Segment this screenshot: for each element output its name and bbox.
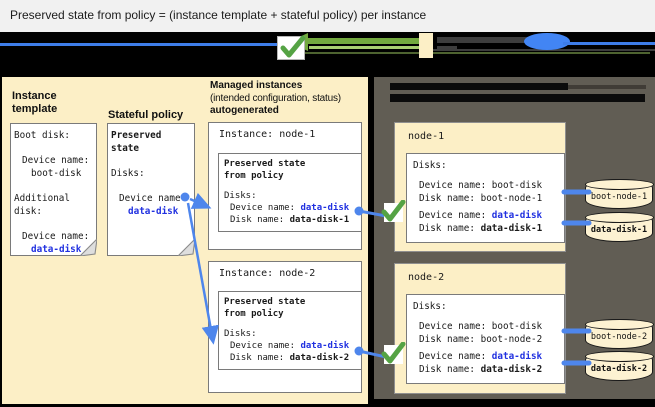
device-name-label: Device name:: [22, 231, 90, 242]
page-fold-icon: [178, 239, 195, 256]
checkmark-icon: [380, 200, 407, 225]
disk-name-row: Disk name: boot-node-2: [419, 334, 543, 345]
legend-disk-pill: [524, 33, 570, 50]
disk-name-row: Disk name: data-disk-1: [230, 215, 350, 226]
legend-gray-bar: [437, 37, 565, 43]
vm-name: node-1: [408, 131, 445, 142]
vm-card-node-2: node-2 Disks: Device name: boot-disk Dis…: [394, 263, 566, 394]
panel-heading-bar: [390, 83, 568, 90]
page-fold-icon: [80, 239, 97, 256]
vm-card-node-1: node-1 Disks: Device name: boot-disk Dis…: [394, 122, 566, 252]
disk-cylinder-data-disk-1: data-disk-1: [584, 211, 654, 242]
disks-label: Disks:: [111, 168, 145, 179]
disk-name-row: Disk name: data-disk-1: [419, 223, 543, 234]
panel-heading-bar-tail: [568, 85, 646, 89]
preserved-state-box: Preserved state from policy Disks: Devic…: [218, 153, 362, 233]
disks-label: Disks:: [224, 328, 257, 339]
device-name-value: boot-disk: [31, 168, 82, 179]
title-bar: Preserved state from policy = (instance …: [0, 0, 655, 32]
disk-cylinder-boot-node-1: boot-node-1: [584, 178, 654, 209]
legend-green-thin-line: [300, 52, 650, 54]
disks-label: Disks:: [413, 160, 447, 171]
legend-gray-line: [433, 49, 655, 51]
disk-name-row: Disk name: boot-node-1: [419, 193, 543, 204]
boot-disk-label: Boot disk:: [14, 130, 70, 141]
device-name-value: data-disk: [128, 206, 179, 217]
checkmark-icon: [277, 35, 306, 60]
vm-name: node-2: [408, 272, 445, 283]
instance-card-node-1: Instance: node-1 Preserved state from po…: [208, 122, 362, 250]
legend-blue-line-left: [0, 43, 277, 46]
preserved-state-title: Preserved state: [111, 130, 162, 154]
disk-cylinder-boot-node-2: boot-node-2: [584, 318, 654, 349]
device-name-row: Device name: boot-disk: [419, 321, 543, 332]
instance-template-doc: Boot disk: Device name: boot-disk Additi…: [10, 123, 97, 256]
device-name-row: Device name: data-disk: [230, 202, 350, 213]
device-name-row: Device name: data-disk: [419, 351, 543, 362]
preserved-state-box: Preserved state from policy Disks: Devic…: [218, 291, 362, 371]
disks-label: Disks:: [413, 301, 447, 312]
disk-cylinder-data-disk-2: data-disk-2: [584, 350, 654, 381]
disk-name-row: Disk name: data-disk-2: [419, 364, 543, 375]
disk-name-row: Disk name: data-disk-2: [230, 353, 350, 364]
legend-band: [0, 32, 655, 77]
legend-blue-line-right: [563, 42, 655, 45]
instance-title: Instance: node-2: [219, 268, 316, 279]
stateful-policy-heading: Stateful policy: [108, 109, 184, 121]
legend-gray-bar-small: [437, 46, 457, 49]
managed-instances-heading: Managed instances (intended configuratio…: [210, 80, 341, 117]
diagram-title: Preserved state from policy = (instance …: [10, 8, 427, 22]
vm-disks-box: Disks: Device name: boot-disk Disk name:…: [406, 153, 565, 243]
device-name-row: Device name: data-disk: [230, 340, 350, 351]
legend-green-arrow-bar: [305, 38, 421, 44]
device-name-value: data-disk: [31, 244, 82, 255]
stateful-policy-doc: Preserved state Disks: Device name: data…: [107, 123, 195, 256]
checkmark-icon: [380, 342, 407, 367]
device-name-label: Device name:: [119, 193, 187, 204]
instance-title: Instance: node-1: [219, 129, 316, 140]
vm-disks-box: Disks: Device name: boot-disk Disk name:…: [406, 294, 565, 384]
legend-beige-square: [419, 33, 433, 58]
additional-disk-label: Additional disk:: [14, 193, 70, 217]
legend-green-arrow-bar-light: [309, 46, 421, 49]
device-name-label: Device name:: [22, 155, 90, 166]
device-name-row: Device name: data-disk: [419, 210, 543, 221]
disks-label: Disks:: [224, 190, 257, 201]
panel-heading-bar: [390, 94, 645, 102]
instance-card-node-2: Instance: node-2 Preserved state from po…: [208, 261, 362, 393]
instance-template-heading: Instance template: [12, 90, 58, 115]
device-name-row: Device name: boot-disk: [419, 180, 543, 191]
